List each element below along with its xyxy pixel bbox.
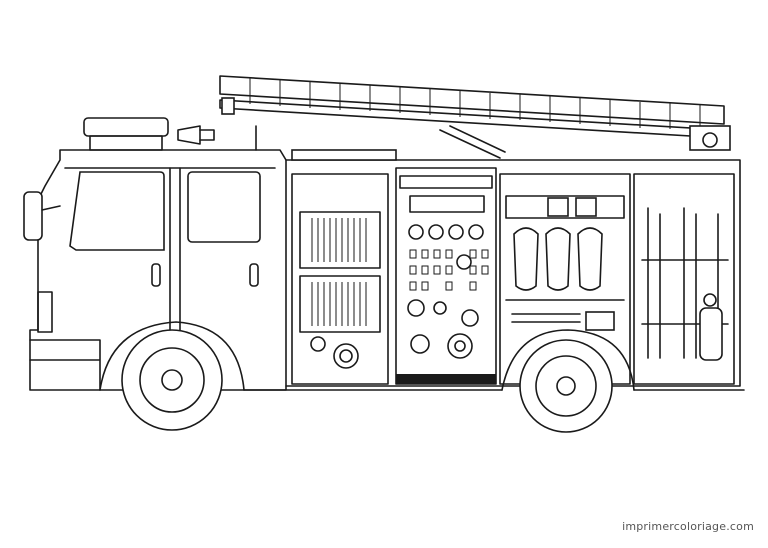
- front-wheel: [121, 329, 223, 431]
- pump-panel: [407, 224, 489, 359]
- rear-wheel: [519, 339, 613, 433]
- breathing-apparatus: [505, 195, 625, 331]
- chassis: [99, 321, 745, 391]
- hose-reels: [299, 211, 381, 369]
- tool-rack: [641, 207, 729, 361]
- watermark-text: imprimercoloriage.com: [622, 520, 754, 533]
- ladder: [219, 75, 731, 159]
- cab: [23, 117, 287, 391]
